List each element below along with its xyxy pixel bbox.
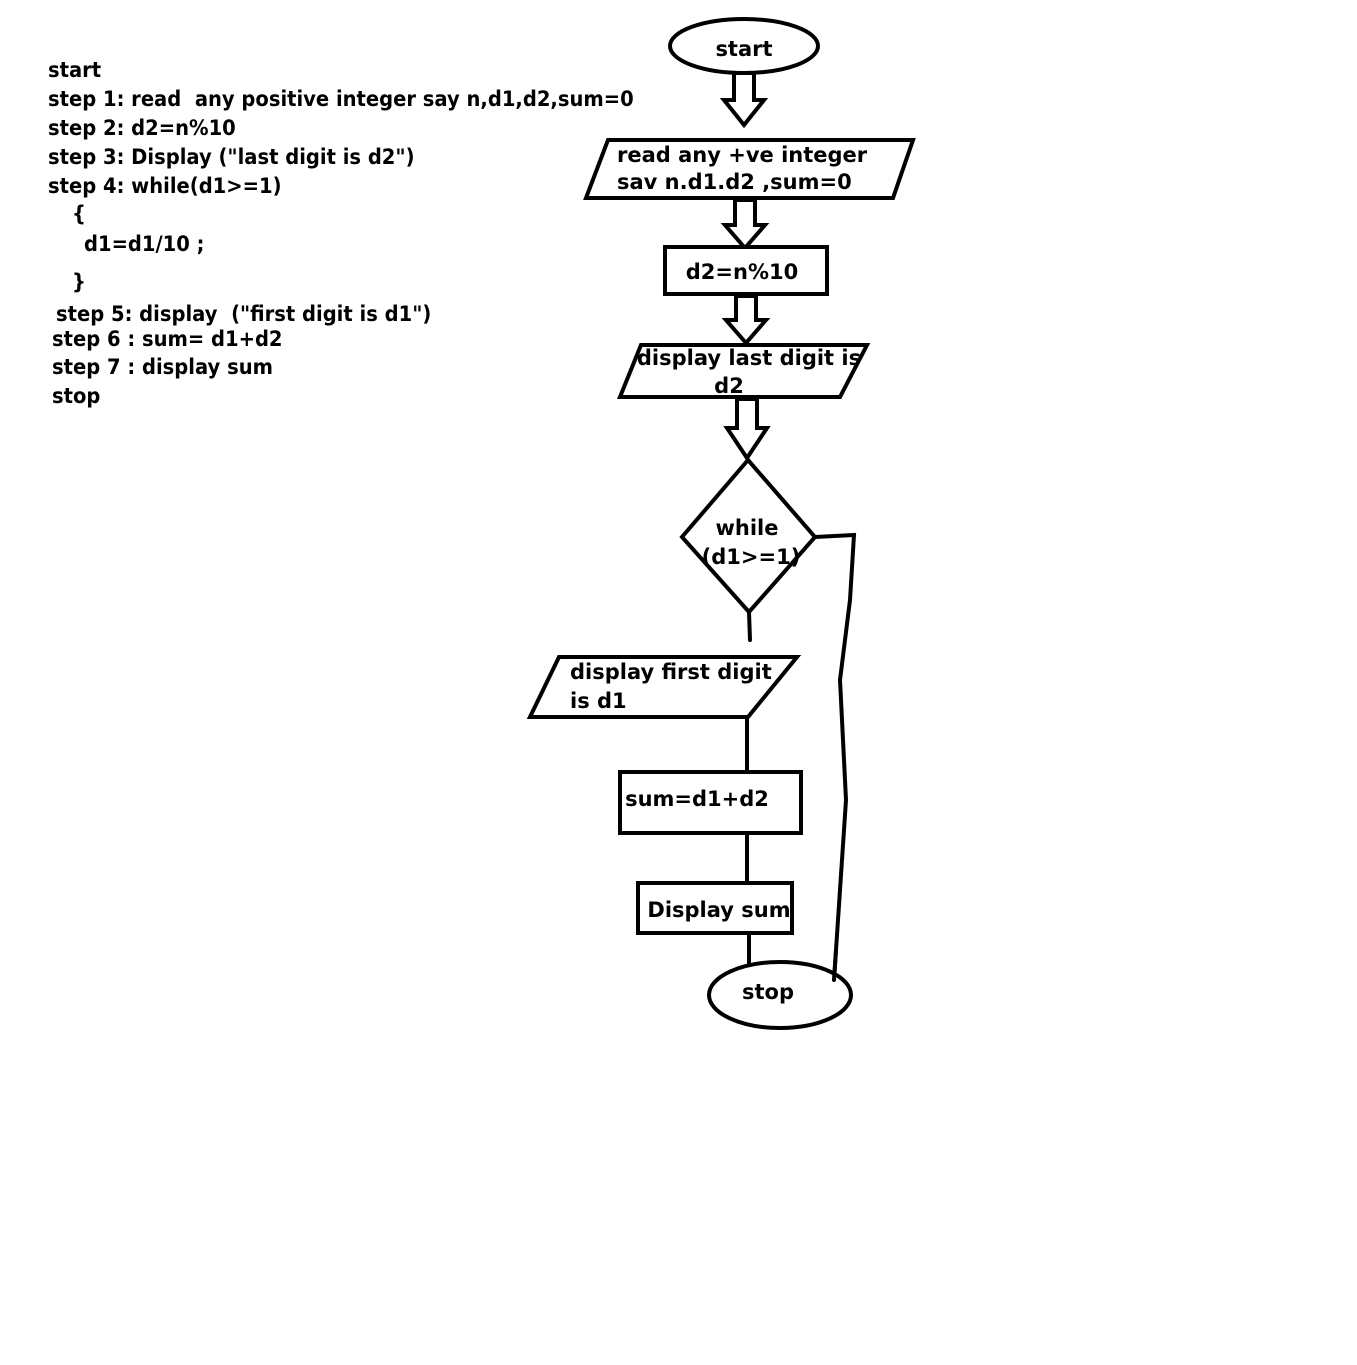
algorithm-line: step 7 : display sum [52, 355, 273, 379]
algorithm-line: step 1: read any positive integer say n,… [48, 87, 634, 111]
algorithm-line: step 2: d2=n%10 [48, 116, 236, 140]
stop-terminal [707, 960, 853, 1030]
start-label: start [715, 37, 772, 61]
output-first-label-line1: display first digit [570, 660, 772, 684]
block-arrow [723, 397, 771, 462]
algorithm-line: start [48, 58, 102, 82]
algorithm-line: step 6 : sum= d1+d2 [52, 327, 283, 351]
stop-label: stop [742, 980, 794, 1004]
loop-connector-line [813, 532, 857, 982]
output-last-label-line2: d2 [714, 374, 744, 398]
algorithm-text: start step 1: read any positive integer … [0, 0, 634, 420]
loop-connector-end [832, 948, 838, 982]
output-last-label-line1: display last digit is [637, 346, 861, 370]
output-last-digit-parallelogram [617, 343, 871, 399]
algorithm-line: step 3: Display ("last digit is d2") [48, 145, 415, 169]
process-sum-label: sum=d1+d2 [625, 787, 769, 811]
algorithm-line: stop [52, 384, 101, 408]
decision-label-line2: (d1>=1) [702, 545, 801, 569]
process-sum [618, 770, 803, 835]
block-arrow [719, 71, 769, 129]
algorithm-line: d1=d1/10 ; [84, 232, 205, 256]
display-sum-box [636, 881, 794, 935]
algorithm-line: } [72, 270, 86, 294]
decision-label-line1: while [716, 516, 779, 540]
connector-line [747, 610, 752, 642]
input-label-line2: sav n.d1.d2 ,sum=0 [617, 170, 852, 194]
algorithm-line: step 5: display ("first digit is d1") [56, 302, 432, 326]
block-arrow [720, 198, 770, 252]
input-parallelogram [583, 138, 916, 200]
output-first-label-line2: is d1 [570, 689, 627, 713]
block-arrow [721, 294, 771, 347]
input-label-line1: read any +ve integer [617, 143, 868, 167]
process-d2-label: d2=n%10 [686, 260, 798, 284]
algorithm-line: { [72, 202, 86, 226]
algorithm-line: step 4: while(d1>=1) [48, 174, 282, 198]
display-sum-label: Display sum [647, 898, 790, 922]
